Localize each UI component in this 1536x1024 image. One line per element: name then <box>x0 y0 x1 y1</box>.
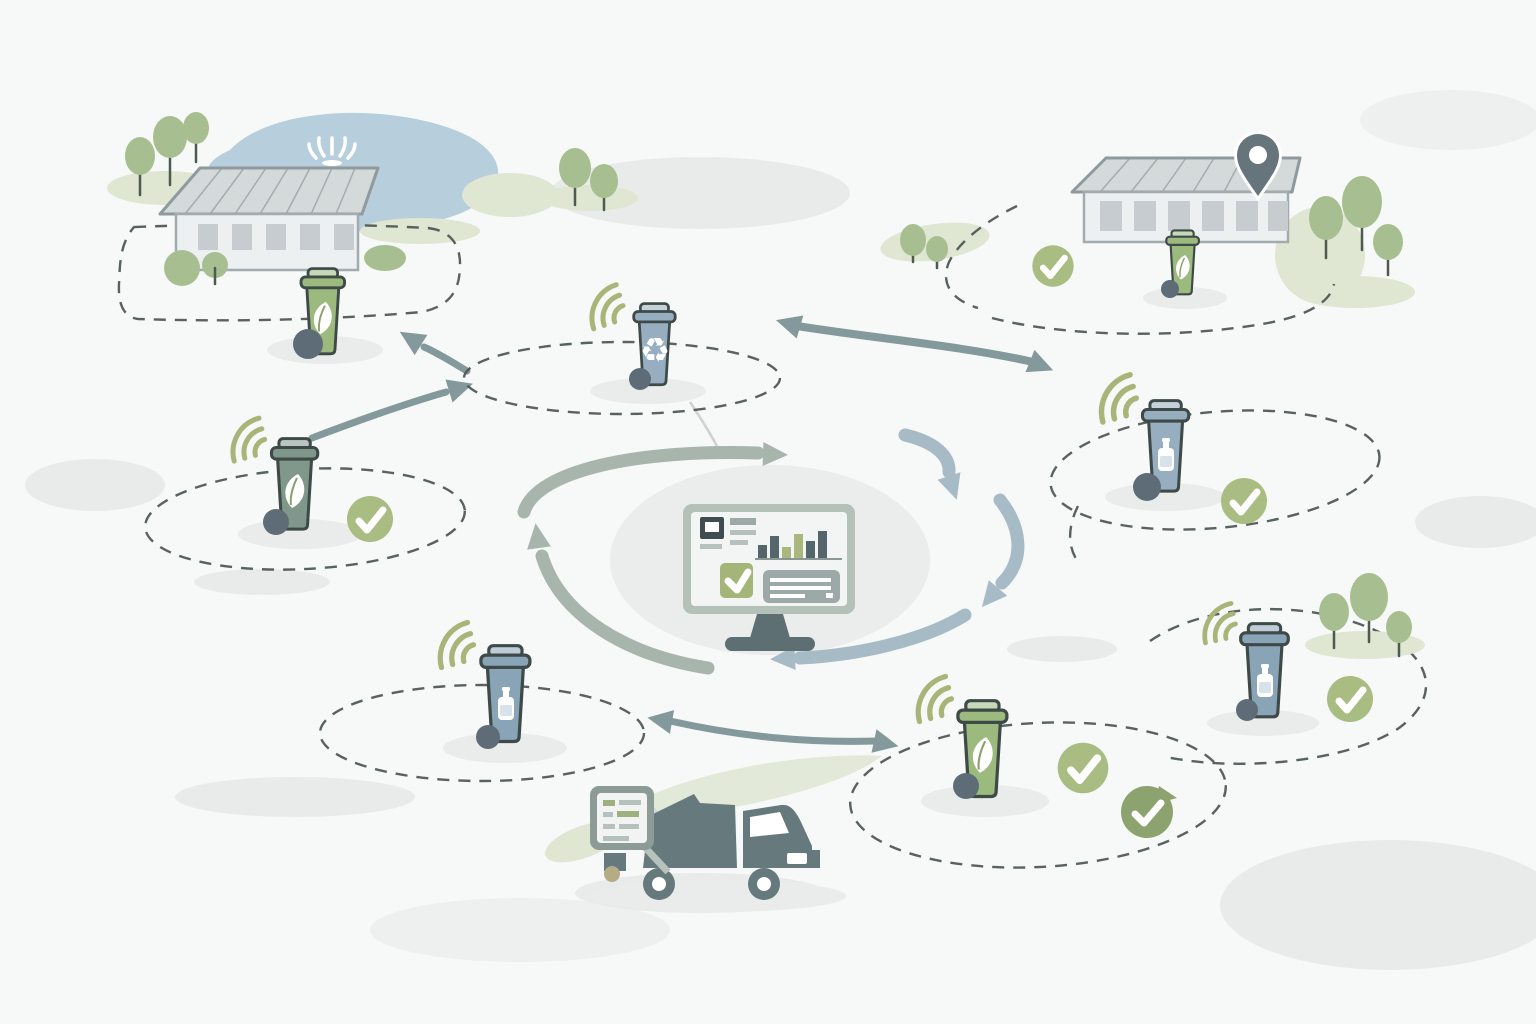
trees-left-of-building <box>900 224 948 270</box>
connector-arrows <box>308 308 1058 758</box>
checklist-panel-icon <box>763 570 840 603</box>
cycle-arc-green-top <box>517 446 765 519</box>
monitor-stand <box>750 614 790 638</box>
center-dashboard-cycle <box>517 428 1025 675</box>
check-square-icon <box>720 563 753 598</box>
sensor-dot <box>293 329 323 359</box>
bin-shadow <box>1207 710 1319 736</box>
double-arrow-bottomleft-bottomcenter <box>666 717 880 745</box>
bar-chart-icon <box>755 531 842 560</box>
dashed-zone <box>849 721 1227 869</box>
bumper <box>810 850 820 868</box>
lift-wheel <box>604 866 620 882</box>
shore-green <box>462 173 558 217</box>
sensor-dot <box>629 368 651 390</box>
bin-shadow <box>443 733 567 763</box>
dashed-tail <box>1068 505 1080 563</box>
recycle-icon: ♻ <box>640 331 670 371</box>
check-icon-top-right <box>1032 245 1073 286</box>
arrow-midleft-to-topcenter <box>308 388 450 442</box>
top-center-bin-zone: ♻ <box>462 285 782 416</box>
check-icon <box>1327 676 1373 722</box>
wifi-signal-icon <box>1199 603 1238 642</box>
wifi-signal-icon <box>225 418 268 461</box>
top-right-campus-zone <box>880 131 1415 335</box>
monitor-icon <box>683 504 855 651</box>
windows-row <box>1100 201 1288 231</box>
cycle-arc-green-left <box>535 549 715 675</box>
trees-right-of-building <box>1309 176 1403 277</box>
bin-shadow <box>921 785 1049 817</box>
sensor-dot <box>1161 280 1179 298</box>
wifi-signal-icon <box>432 623 477 668</box>
monitor-base <box>725 637 815 651</box>
document-icon <box>700 517 724 549</box>
sensor-dot <box>1133 473 1161 501</box>
dashed-path-b <box>991 283 1336 335</box>
dashed-path <box>1149 607 1428 765</box>
truck-shadow <box>590 880 846 912</box>
cycle-arc-blue-topright <box>898 428 956 479</box>
cycle-arc-blue-right <box>993 493 1025 590</box>
mid-right-bin-zone <box>1049 375 1381 563</box>
location-pin-icon <box>1233 131 1283 202</box>
bin-shadow <box>590 378 706 404</box>
sensor-dot <box>263 509 289 535</box>
dashed-zone <box>318 683 646 783</box>
bushes-top-left <box>164 245 406 286</box>
shore-green-2 <box>360 218 480 244</box>
fountain-icon <box>307 136 357 166</box>
wifi-signal-icon <box>910 677 955 722</box>
garbage-truck-icon <box>604 794 820 900</box>
trees-bottom-right <box>1305 573 1425 659</box>
check-icon <box>347 496 393 542</box>
bottom-left-bin-zone <box>318 623 646 783</box>
front-wheel <box>748 868 780 900</box>
check-icon <box>1058 743 1109 794</box>
bottom-right-bin-zone <box>1149 573 1428 765</box>
windows-row <box>198 224 354 250</box>
check-icon <box>1221 478 1267 524</box>
dashed-zone <box>462 340 782 416</box>
arrow-topcenter-to-topleft <box>420 343 471 375</box>
check-badge-icon <box>1121 786 1177 838</box>
rear-wheel <box>643 868 675 900</box>
checklist-sign-icon <box>590 786 654 850</box>
cycle-arc-blue-bottom <box>793 608 972 665</box>
sensor-dot <box>953 773 979 799</box>
text-lines <box>730 518 756 545</box>
truck-hopper <box>643 794 737 868</box>
windshield <box>750 812 789 837</box>
door-window <box>787 853 807 864</box>
trees-top-middle <box>542 148 638 212</box>
double-arrow-topcenter-midright <box>793 322 1037 366</box>
top-left-campus-zone <box>107 112 558 364</box>
green-swash <box>628 755 882 816</box>
sensor-dot <box>1236 699 1258 721</box>
dashed-zone <box>1049 409 1381 531</box>
wifi-signal-icon <box>1093 375 1140 422</box>
dashed-path-a <box>944 204 1018 310</box>
wifi-signal-icon <box>583 285 627 329</box>
bottom-center-bin-zone <box>849 677 1227 869</box>
sensor-dot <box>476 725 500 749</box>
collection-truck <box>590 786 846 912</box>
mid-left-bin-zone <box>143 418 467 571</box>
